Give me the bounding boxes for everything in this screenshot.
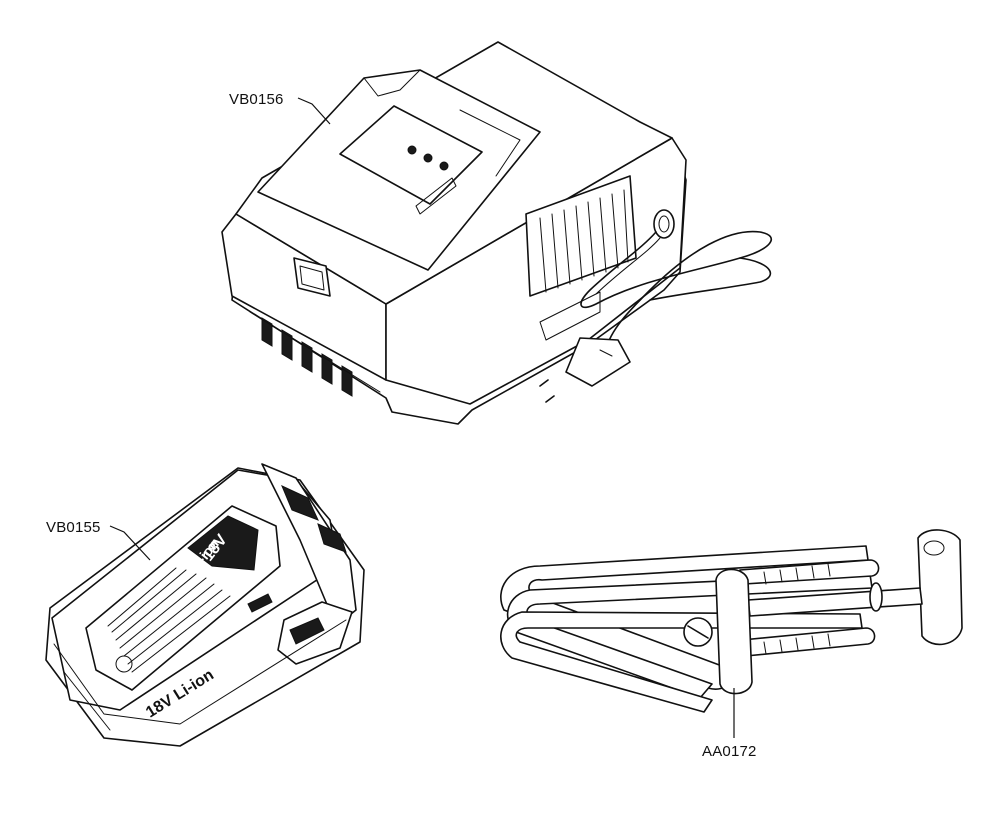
- bracket-drawing: [500, 529, 963, 713]
- battery-drawing: 18V Li-ion 18V Li-ion: [45, 463, 365, 747]
- charger-leader-line: [297, 97, 331, 125]
- battery-leader-line: [109, 525, 151, 561]
- bracket-part-label: AA0172: [702, 743, 757, 760]
- battery-part-label: VB0155: [46, 519, 101, 536]
- charger-part-label: VB0156: [229, 91, 284, 108]
- charger-drawing: [221, 41, 773, 425]
